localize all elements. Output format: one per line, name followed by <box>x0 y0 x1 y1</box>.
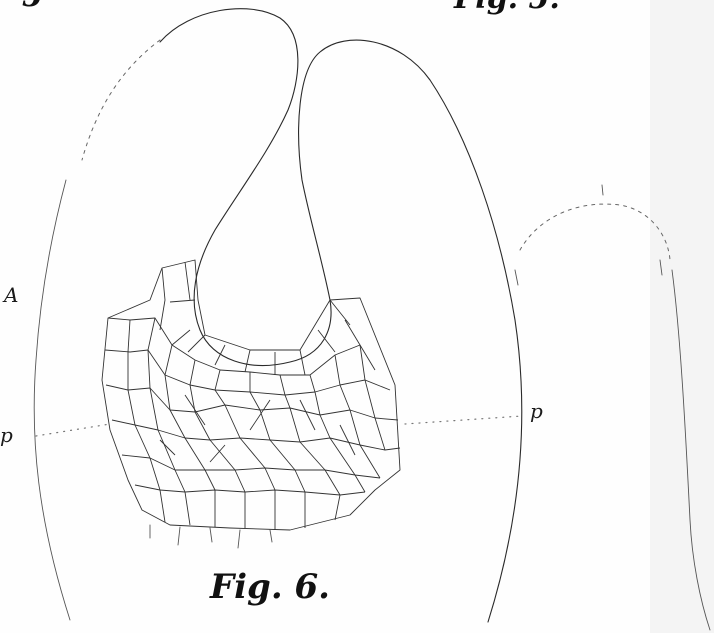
cell-row-6 <box>135 485 365 495</box>
fig-5-label: Fig. 5. <box>453 0 560 16</box>
axis-line-left <box>36 424 110 436</box>
cell-col-7 <box>280 375 340 520</box>
organ-outline-main <box>160 9 522 622</box>
label-p-left: p <box>0 423 13 447</box>
cell-col-9 <box>335 355 380 478</box>
fig5-tick-1 <box>515 270 518 285</box>
cell-col-2 <box>148 318 190 525</box>
cell-col-4 <box>190 360 245 528</box>
cell-row-5 <box>122 455 380 478</box>
cell-col-10 <box>360 345 385 450</box>
cell-row-1 <box>108 318 375 375</box>
outline-left-arc <box>34 180 70 620</box>
axis-line-right <box>405 416 522 424</box>
top-left-figure-fragment: 5 <box>22 0 43 14</box>
paper-edge-tint <box>650 0 714 633</box>
fig5-outline-top <box>520 204 670 260</box>
cell-tissue-outline <box>102 260 400 530</box>
label-a: A <box>2 283 18 307</box>
cell-tissue <box>102 260 400 548</box>
cell-row-3 <box>106 385 398 420</box>
fig5-tick-2 <box>602 185 603 195</box>
outline-top-left <box>82 40 160 160</box>
label-p-right: p <box>530 399 543 423</box>
cell-col-6 <box>250 372 305 528</box>
fig-6-caption: Fig. 6. <box>209 567 330 607</box>
cell-crown <box>160 262 360 375</box>
